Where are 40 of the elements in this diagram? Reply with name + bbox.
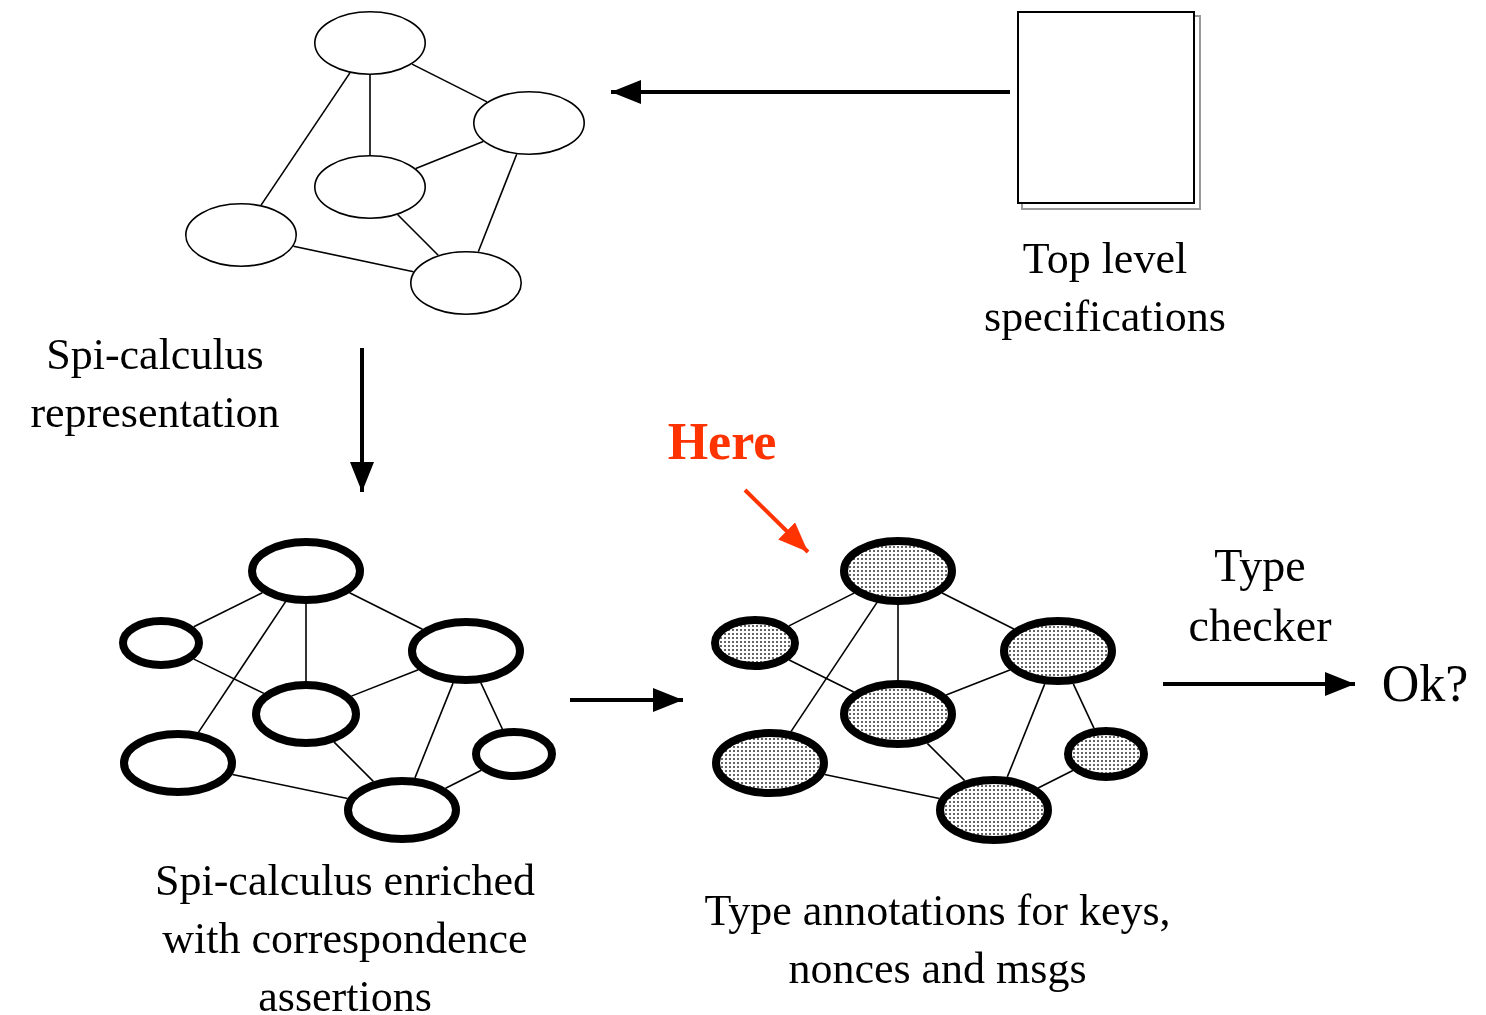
node-label: Top level specifications xyxy=(983,233,1227,343)
result-text: Ok? xyxy=(1380,654,1470,714)
connector-line xyxy=(348,592,424,630)
arrow xyxy=(743,488,810,554)
highlight-text: Here xyxy=(666,412,778,472)
connector-line xyxy=(333,741,375,783)
arrow xyxy=(570,688,683,712)
connector-line xyxy=(480,682,504,730)
connector-line xyxy=(897,604,899,681)
connector-line xyxy=(444,769,483,789)
arrow xyxy=(611,80,1010,104)
connector-line xyxy=(788,659,855,693)
connector-line xyxy=(411,63,488,103)
node-label: Spi-calculus representation xyxy=(29,329,281,439)
connector-line xyxy=(790,601,878,733)
connector-line xyxy=(350,669,420,697)
connector-line xyxy=(945,669,1011,696)
arrow xyxy=(1163,672,1355,696)
connector-line xyxy=(396,214,440,256)
arrow xyxy=(350,348,374,492)
connector-line xyxy=(1037,769,1074,789)
connector-line xyxy=(1006,683,1046,778)
connector-line xyxy=(305,603,307,682)
connector-line xyxy=(1072,683,1095,729)
connector-line xyxy=(193,658,265,695)
node-label: Type annotations for keys, nonces and msgs xyxy=(703,885,1172,995)
node-label: Spi-calculus enriched with correspondence assertions xyxy=(154,855,536,1015)
connector-line xyxy=(260,72,351,206)
connector-line xyxy=(414,140,485,170)
connector-line xyxy=(941,592,1015,630)
connector-line xyxy=(231,773,349,800)
connector-line xyxy=(197,601,287,733)
connector-line xyxy=(823,773,941,800)
connector-line xyxy=(192,591,264,628)
connector-line xyxy=(788,592,855,627)
connector-line xyxy=(926,742,966,782)
connector-line xyxy=(414,682,454,779)
connector-line xyxy=(292,245,415,273)
connector-line xyxy=(369,74,371,156)
connector-line xyxy=(477,153,518,253)
